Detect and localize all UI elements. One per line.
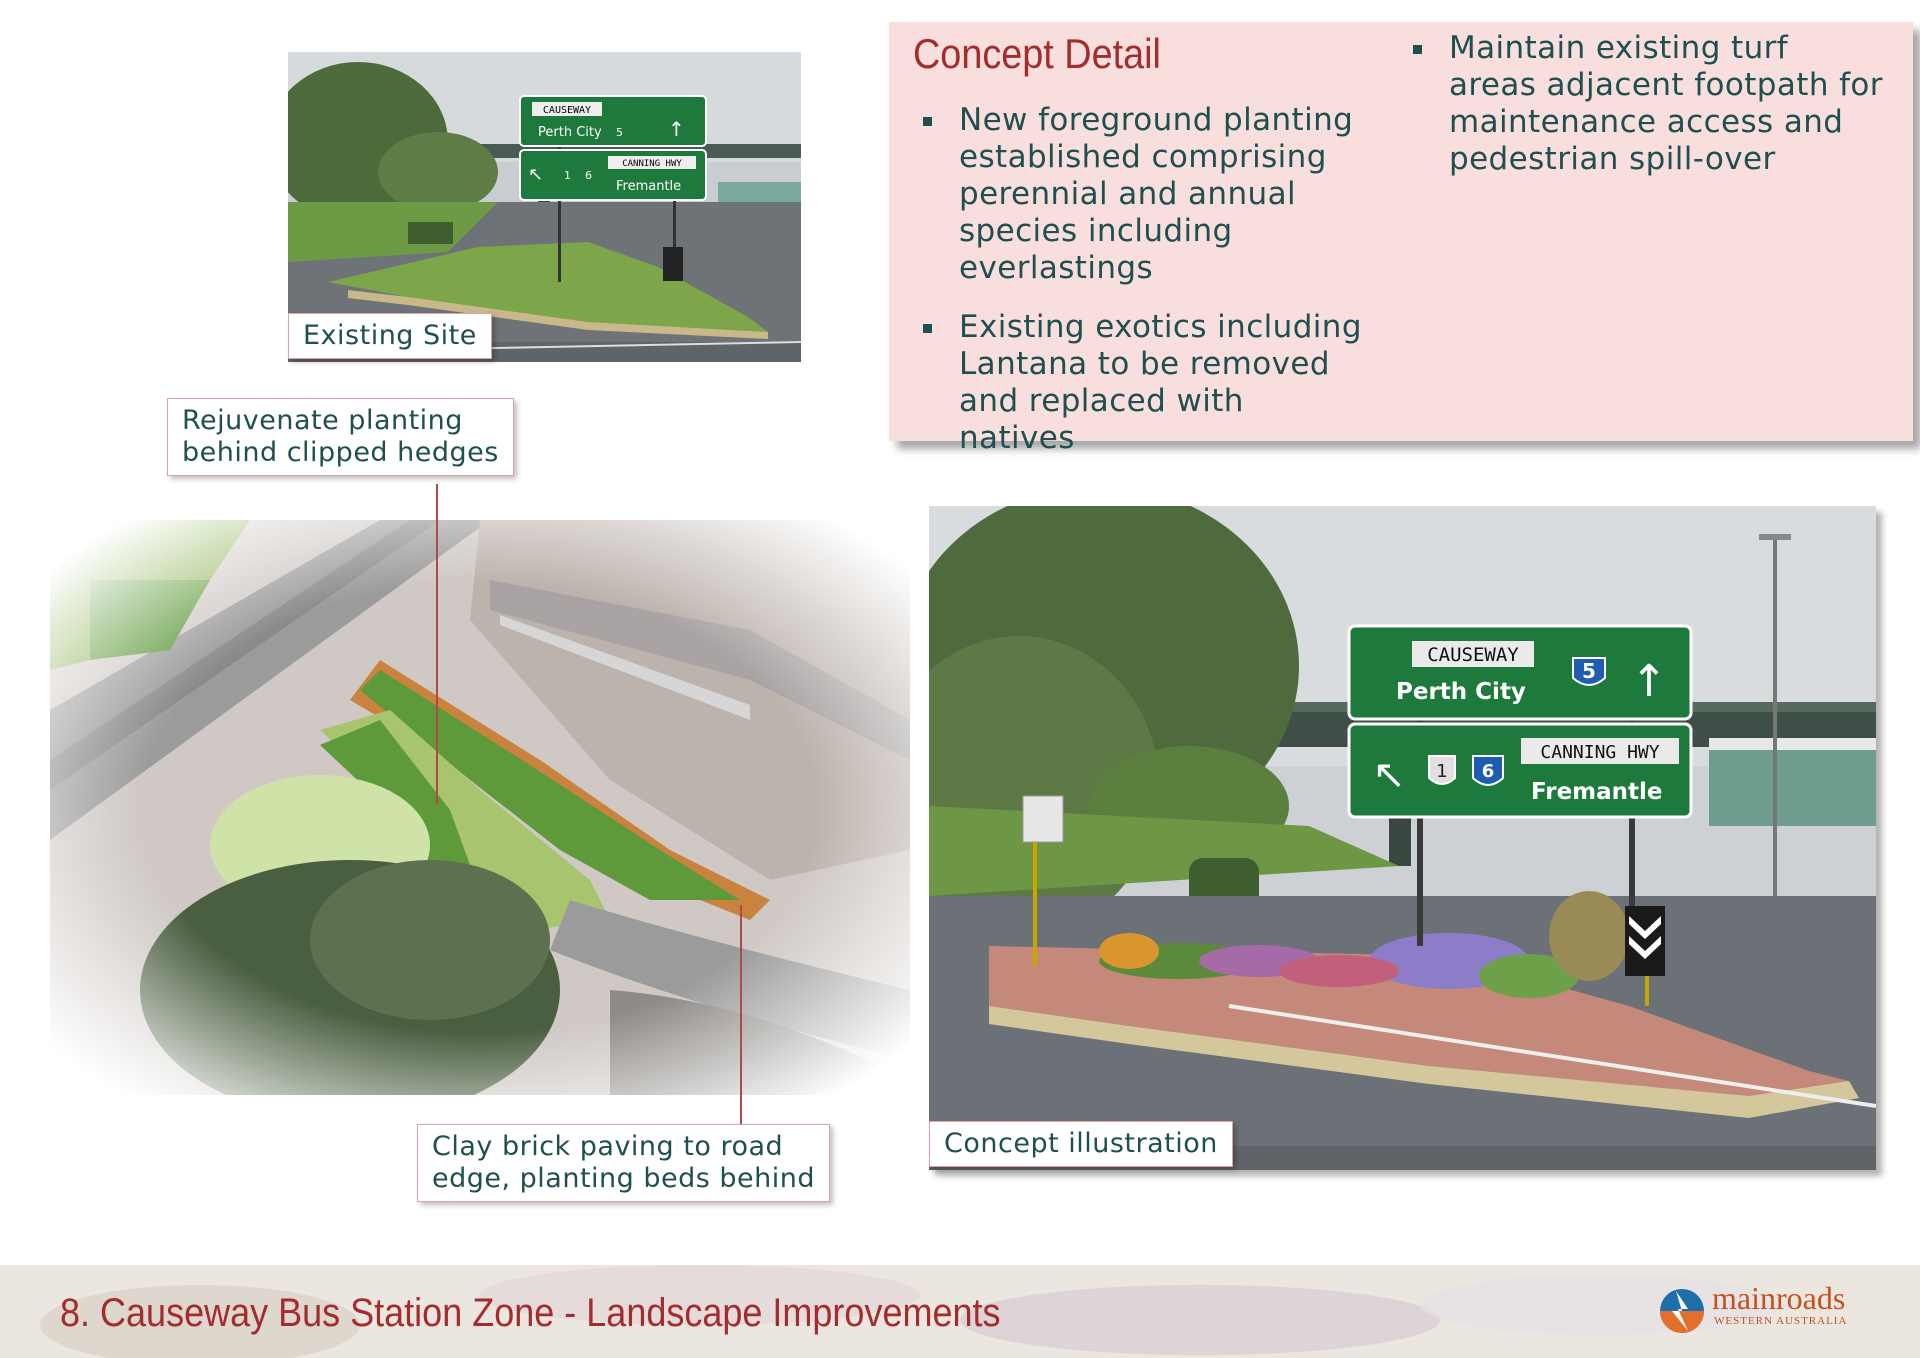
footer-background-image (0, 1265, 1920, 1358)
clay-brick-label: Clay brick paving to road edge, planting… (417, 1124, 831, 1202)
concept-illustration-label: Concept illustration (929, 1121, 1233, 1167)
clay-brick-pointer-line (740, 905, 742, 1124)
mainroads-logo-icon (1660, 1289, 1704, 1333)
concept-detail-panel: Concept Detail New foreground planting e… (889, 22, 1913, 456)
concept-illustration-photo: CAUSEWAY Perth City 5 ↑ ↖ 1 6 CANNING HW… (929, 506, 1876, 1170)
existing-sign-perth-city: Perth City (538, 125, 602, 140)
existing-sign-causeway: CAUSEWAY (543, 105, 591, 116)
existing-sign-route-1: 1 (564, 169, 571, 182)
mainroads-logo-text: mainroads (1712, 1280, 1846, 1316)
existing-sign-canning-hwy: CANNING HWY (622, 159, 682, 169)
existing-sign-fremantle: Fremantle (616, 179, 681, 194)
bullet-item: Existing exotics including Lantana to be… (923, 309, 1363, 457)
footer-title: 8. Causeway Bus Station Zone - Landscape… (60, 1291, 1001, 1335)
concept-illustration-image: CAUSEWAY Perth City 5 ↑ ↖ 1 6 CANNING HW… (929, 506, 1876, 1170)
bullet-item: Maintain existing turf areas adjacent fo… (1413, 30, 1883, 178)
existing-site-label: Existing Site (288, 313, 492, 359)
up-arrow-icon: ↑ (1631, 656, 1668, 707)
up-left-arrow-icon: ↖ (1372, 752, 1406, 798)
concept-sign-route-1: 1 (1436, 761, 1447, 782)
concept-sign-canning-hwy: CANNING HWY (1540, 742, 1659, 763)
existing-site-image: CAUSEWAY Perth City 5 ↑ ↖ 1 6 CANNING HW… (288, 52, 801, 362)
existing-site-photo: CAUSEWAY Perth City 5 ↑ ↖ 1 6 CANNING HW… (288, 52, 801, 362)
concept-bullets-right: Maintain existing turf areas adjacent fo… (1413, 30, 1883, 200)
bullet-item: New foreground planting established comp… (923, 102, 1363, 287)
concept-sign-causeway: CAUSEWAY (1427, 644, 1519, 666)
concept-bullets-left: New foreground planting established comp… (923, 102, 1363, 479)
aerial-plan-svg (50, 520, 910, 1095)
aerial-plan-image (50, 520, 910, 1095)
concept-sign-fremantle: Fremantle (1531, 779, 1663, 805)
existing-sign-route-5: 5 (616, 126, 623, 139)
svg-text:↑: ↑ (668, 117, 685, 141)
existing-sign-route-6: 6 (585, 169, 592, 182)
rejuvenate-planting-label: Rejuvenate planting behind clipped hedge… (167, 398, 514, 476)
svg-text:↖: ↖ (528, 164, 543, 185)
bullet-square-icon (923, 117, 932, 126)
concept-sign-route-5: 5 (1582, 659, 1596, 683)
mainroads-logo-subtext: WESTERN AUSTRALIA (1714, 1315, 1848, 1327)
concept-sign-route-6: 6 (1482, 761, 1495, 782)
bullet-square-icon (923, 324, 932, 333)
footer-banner: 8. Causeway Bus Station Zone - Landscape… (0, 1265, 1920, 1358)
concept-title: Concept Detail (913, 30, 1161, 77)
rejuvenate-pointer-line (436, 484, 438, 804)
concept-sign-perth-city: Perth City (1396, 679, 1526, 705)
bullet-square-icon (1413, 45, 1422, 54)
